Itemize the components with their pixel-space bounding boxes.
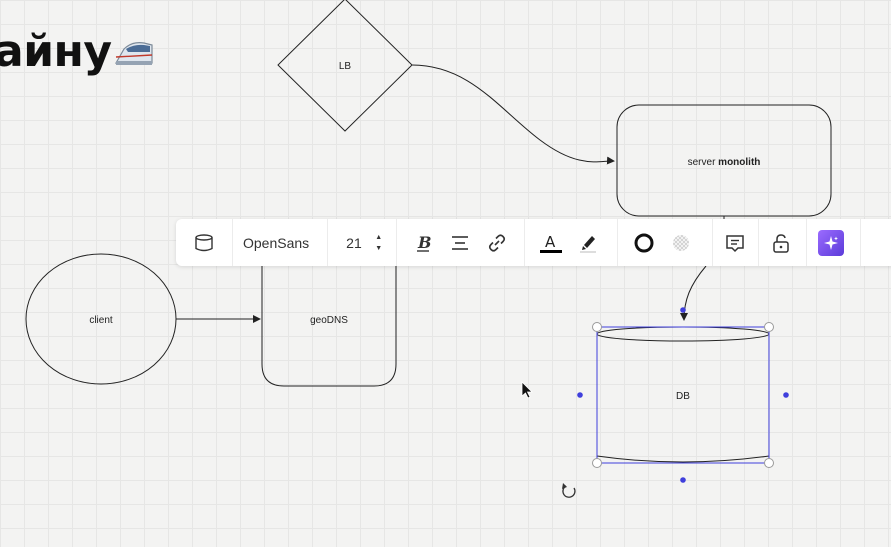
board-title: айну: [0, 26, 154, 80]
server-label-bold: monolith: [718, 157, 760, 168]
toolbar-divider: [711, 219, 713, 266]
toolbar-divider: [757, 219, 759, 266]
client-shape[interactable]: client: [25, 253, 177, 385]
selection-frame[interactable]: [577, 307, 789, 483]
resize-handle-bottom-left[interactable]: [592, 458, 602, 468]
resize-handle-bottom-right[interactable]: [764, 458, 774, 468]
text-color-icon[interactable]: A: [533, 219, 570, 266]
chevron-up-icon[interactable]: ▲: [375, 233, 383, 241]
comment-icon[interactable]: [717, 219, 754, 266]
rotate-icon[interactable]: [562, 483, 576, 498]
cursor-icon: [521, 381, 533, 399]
toolbar-divider: [327, 219, 329, 266]
toolbar-divider: [805, 219, 807, 266]
connector-lb-server[interactable]: [411, 64, 615, 165]
lb-shape[interactable]: LB: [277, 0, 413, 132]
font-family-select[interactable]: OpenSans: [243, 234, 310, 251]
toolbar-divider: [523, 219, 525, 266]
server-shape[interactable]: server monolith: [616, 104, 832, 217]
fill-transparent-icon[interactable]: [663, 219, 700, 266]
align-center-icon[interactable]: [442, 219, 479, 266]
lock-open-icon[interactable]: [763, 219, 800, 266]
connector-server-db[interactable]: [684, 216, 725, 320]
toolbar-divider: [395, 219, 397, 266]
link-icon[interactable]: [479, 219, 516, 266]
ai-sparkle-icon: [818, 229, 845, 256]
resize-handle-top-right[interactable]: [764, 322, 774, 332]
db-shape[interactable]: DB: [596, 326, 770, 463]
ai-sparkle-button[interactable]: [813, 219, 850, 266]
resize-handle-top-left[interactable]: [592, 322, 602, 332]
font-size-stepper[interactable]: ▲ ▼: [368, 219, 390, 266]
connection-point-right[interactable]: [783, 392, 789, 398]
geodns-label: geoDNS: [310, 315, 348, 326]
server-label: server monolith: [688, 157, 761, 168]
border-style-icon[interactable]: [626, 219, 663, 266]
db-label: DB: [676, 391, 690, 402]
connection-point-left[interactable]: [577, 392, 583, 398]
cylinder-icon[interactable]: [176, 219, 232, 266]
connection-point-top[interactable]: [680, 307, 686, 313]
toolbar-divider: [616, 219, 618, 266]
format-toolbar: OpenSans 21 ▲ ▼ B A: [176, 219, 891, 266]
toolbar-divider: [232, 219, 233, 266]
lb-label: LB: [339, 61, 352, 72]
client-label: client: [89, 315, 113, 326]
bold-icon[interactable]: B: [405, 219, 442, 266]
train-icon: [114, 29, 154, 80]
connection-point-bottom[interactable]: [680, 477, 686, 483]
svg-text:A: A: [545, 233, 556, 251]
server-label-prefix: server: [688, 157, 719, 168]
highlighter-icon[interactable]: [570, 219, 607, 266]
svg-text:B: B: [417, 233, 432, 252]
geodns-shape[interactable]: geoDNS: [261, 266, 397, 387]
toolbar-divider: [859, 219, 861, 266]
font-size-input[interactable]: 21: [346, 234, 362, 251]
chevron-down-icon[interactable]: ▼: [375, 244, 383, 252]
board-title-text: айну: [0, 26, 112, 77]
